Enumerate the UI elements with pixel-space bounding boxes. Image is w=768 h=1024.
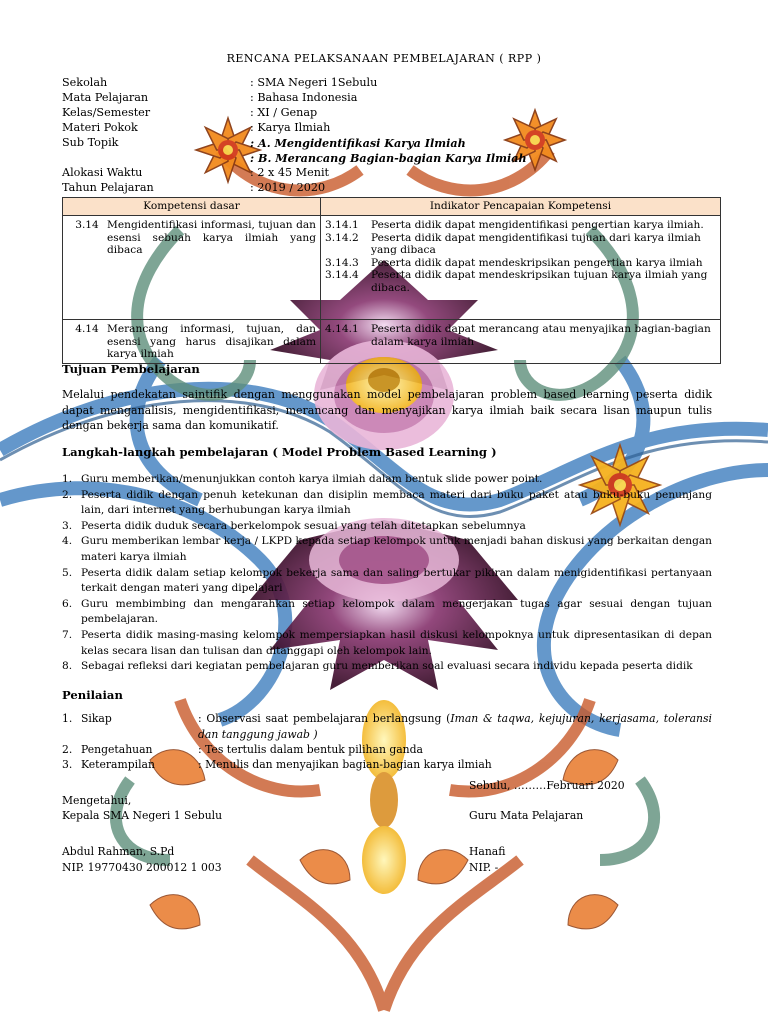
penilaian-item: 1. Sikap : Observasi saat pembelajaran b… [62,711,712,743]
step-text: Guru memberikan lembar kerja / LKPD kepa… [81,535,712,563]
table-row: 4.14 Merancang informasi, tujuan, dan es… [62,319,721,364]
indicator-text: Peserta didik dapat mendeskripsikan tuju… [371,269,708,294]
info-value: : XI / Genap [250,106,318,119]
penilaian-value: : Tes tertulis dalam bentuk pilihan gand… [198,743,423,756]
teacher-title: Guru Mata Pelajaran [469,809,584,822]
langkah-list: 1.Guru memberikan/menunjukkan contoh kar… [62,472,712,675]
list-item: 1.Guru memberikan/menunjukkan contoh kar… [62,472,712,488]
penilaian-label: Sikap [81,712,112,725]
principal-name: Abdul Rahman, S.Pd [62,845,175,858]
step-text: Peserta didik dalam setiap kelompok beke… [81,566,712,595]
step-text: Guru memberikan/menunjukkan contoh karya… [81,473,543,485]
indicator-item: 3.14.2 Peserta didik dapat mengidentifik… [325,232,716,257]
kd-cell: 3.14 Mengidentifikasi informasi, tujuan … [62,215,321,320]
list-item: 3.Peserta didik duduk secara berkelompok… [62,519,712,535]
step-text: Peserta didik masing-masing kelompok mem… [81,628,712,657]
mengetahui-label: Mengetahui, [62,794,132,807]
indicator-text: Peserta didik dapat mendeskripsikan peng… [371,256,703,269]
teacher-name: Hanafi [469,845,506,858]
info-label: Mata Pelajaran [62,91,149,104]
indicator-item: 4.14.1 Peserta didik dapat merancang ata… [325,323,716,348]
kd-cell: 4.14 Merancang informasi, tujuan, dan es… [62,319,321,364]
penilaian-value-italic: Iman & taqwa, kejujuran, kerjasama, tole… [198,712,712,741]
principal-title: Kepala SMA Negeri 1 Sebulu [62,809,223,822]
info-label: Sub Topik [62,136,119,149]
info-label: Alokasi Waktu [62,166,143,179]
list-item: 7.Peserta didik masing-masing kelompok m… [62,628,712,659]
indicator-number: 4.14.1 [325,323,359,335]
penilaian-value-text: : Observasi saat pembelajaran berlangsun… [198,712,451,725]
info-label: Kelas/Semester [62,106,151,119]
penilaian-value: : Observasi saat pembelajaran berlangsun… [198,711,712,742]
penilaian-label: Keterampilan [81,758,155,771]
info-value: : 2 x 45 Menit [250,166,330,179]
list-item: 6.Guru membimbing dan mengarahkan setiap… [62,597,712,628]
info-value: : SMA Negeri 1Sebulu [250,76,378,89]
info-value: : A. Mengidentifikasi Karya Ilmiah [250,136,466,150]
indicator-cell: 3.14.1 Peserta didik dapat mengidentifik… [320,215,721,320]
penilaian-number: 2. [62,743,73,756]
tujuan-paragraph: Melalui pendekatan saintifik dengan meng… [62,388,712,432]
indicator-cell: 4.14.1 Peserta didik dapat merancang ata… [320,319,721,364]
penilaian-item: 3. Keterampilan : Menulis dan menyajikan… [62,757,712,773]
indicator-item: 3.14.3 Peserta didik dapat mendeskripsik… [325,257,716,270]
info-label: Materi Pokok [62,121,138,134]
info-label: Tahun Pelajaran [62,181,154,194]
kd-text: Mengidentifikasi informasi, tujuan dan e… [107,219,316,256]
table-header-indikator: Indikator Pencapaian Kompetensi [320,197,721,216]
info-value: : B. Merancang Bagian-bagian Karya Ilmia… [250,151,527,165]
penilaian-item: 2. Pengetahuan : Tes tertulis dalam bent… [62,742,712,758]
info-value: : Karya Ilmiah [250,121,331,134]
table-header-kd: Kompetensi dasar [62,197,321,216]
step-text: Sebagai refleksi dari kegiatan pembelaja… [81,660,693,673]
indicator-number: 3.14.3 [325,256,359,269]
list-item: 2.Peserta didik dengan penuh ketekunan d… [62,488,712,519]
place-date: Sebulu, ………Februari 2020 [469,779,625,792]
teacher-nip: NIP. - [469,861,499,874]
kd-number: 4.14 [75,323,99,335]
indicator-number: 3.14.2 [325,231,359,244]
principal-nip: NIP. 19770430 200012 1 003 [62,861,222,874]
step-text: Guru membimbing dan mengarahkan setiap k… [81,597,712,626]
step-text: Peserta didik dengan penuh ketekunan dan… [81,488,712,517]
table-row: 3.14 Mengidentifikasi informasi, tujuan … [62,215,721,320]
kd-text: Merancang informasi, tujuan, dan esensi … [107,323,316,360]
competency-table: Kompetensi dasar Indikator Pencapaian Ko… [62,197,721,364]
indicator-number: 3.14.1 [325,219,359,231]
document-title: RENCANA PELAKSANAAN PEMBELAJARAN ( RPP ) [226,52,542,65]
penilaian-number: 1. [62,712,73,725]
indicator-text: Peserta didik dapat mengidentifikasi tuj… [371,231,701,257]
penilaian-value: : Menulis dan menyajikan bagian-bagian k… [198,758,492,771]
info-label: Sekolah [62,76,108,89]
step-text: Peserta didik duduk secara berkelompok s… [81,519,526,532]
penilaian-label: Pengetahuan [81,743,153,756]
indicator-text: Peserta didik dapat mengidentifikasi pen… [371,219,704,231]
indicator-text: Peserta didik dapat merancang atau menya… [371,323,711,348]
list-item: 4.Guru memberikan lembar kerja / LKPD ke… [62,534,712,565]
info-value: : Bahasa Indonesia [250,91,358,104]
indicator-item: 3.14.4 Peserta didik dapat mendeskripsik… [325,269,716,294]
indicator-number: 3.14.4 [325,269,359,281]
kd-number: 3.14 [75,219,99,231]
penilaian-heading: Penilaian [62,688,123,702]
list-item: 8.Sebagai refleksi dari kegiatan pembela… [62,659,712,675]
list-item: 5.Peserta didik dalam setiap kelompok be… [62,566,712,597]
table-header-row: Kompetensi dasar Indikator Pencapaian Ko… [62,197,721,216]
langkah-heading: Langkah-langkah pembelajaran ( Model Pro… [62,445,497,459]
indicator-item: 3.14.1 Peserta didik dapat mengidentifik… [325,219,716,232]
tujuan-heading: Tujuan Pembelajaran [62,362,200,376]
info-value: : 2019 / 2020 [250,181,326,194]
penilaian-number: 3. [62,758,73,771]
